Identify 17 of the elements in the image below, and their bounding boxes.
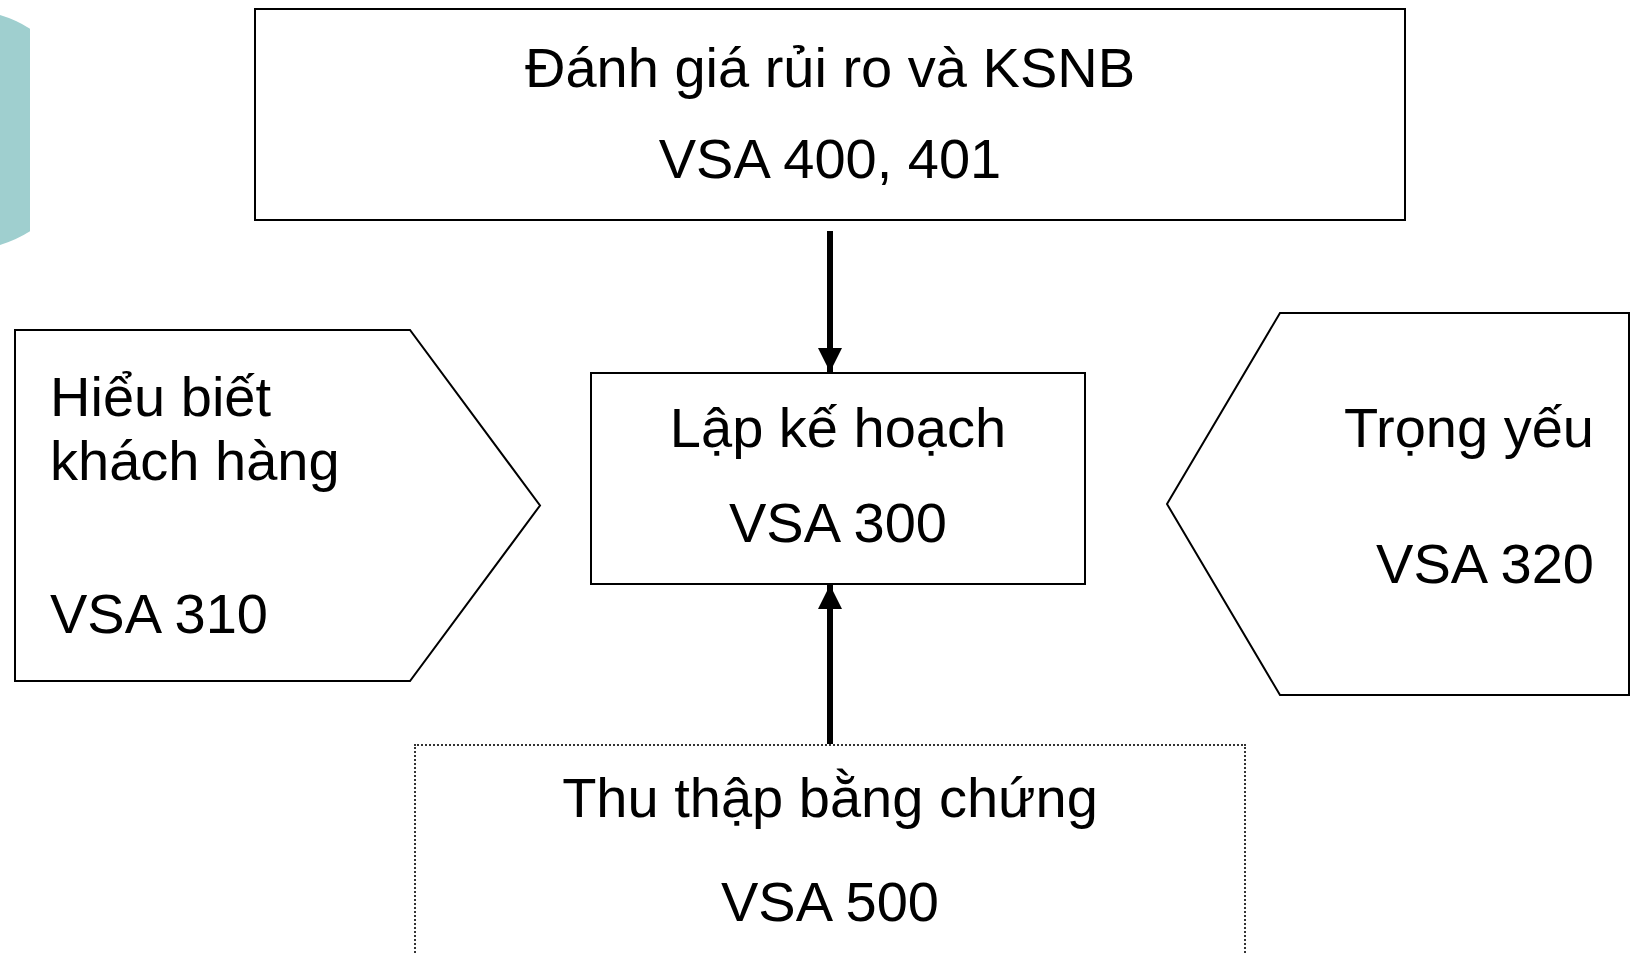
node-text: VSA 500 bbox=[721, 870, 939, 934]
arrow bbox=[818, 585, 842, 744]
pentagon-arrow-shape bbox=[14, 329, 541, 682]
process-box bbox=[254, 8, 1406, 221]
node-text: VSA 400, 401 bbox=[658, 127, 1002, 192]
node-text: Thu thập bằng chứng bbox=[562, 766, 1098, 830]
process-box bbox=[590, 372, 1086, 585]
arrow bbox=[818, 231, 842, 372]
node-text: Lập kế hoạch bbox=[669, 395, 1007, 460]
node-text: Đánh giá rủi ro và KSNB bbox=[524, 35, 1136, 100]
node-text: VSA 310 bbox=[50, 582, 268, 646]
process-box bbox=[414, 744, 1246, 954]
pentagon-arrow-shape bbox=[1166, 312, 1630, 696]
node-text: VSA 320 bbox=[1376, 532, 1594, 596]
node-text: Hiểu biết khách hàng bbox=[50, 365, 341, 493]
node-text: Trọng yếu bbox=[1343, 396, 1594, 460]
node-text: VSA 300 bbox=[729, 491, 947, 556]
